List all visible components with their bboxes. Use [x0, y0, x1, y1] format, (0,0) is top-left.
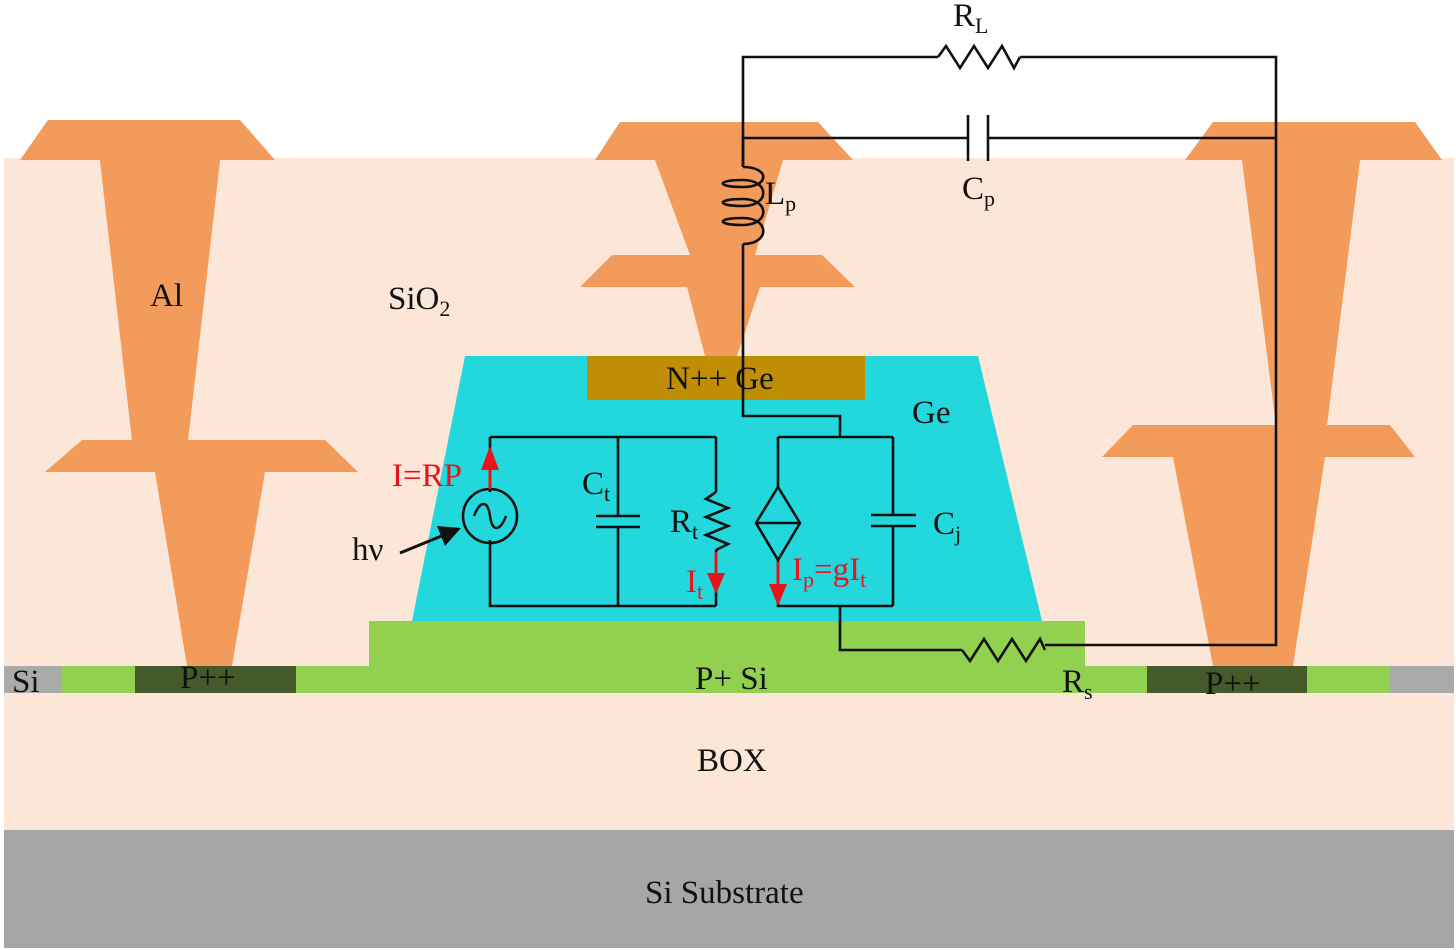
rl-resistor-icon [936, 43, 1022, 71]
it-current-arrow [707, 552, 725, 594]
p-plus-plus-right-label: P++ [1205, 666, 1261, 702]
si-layer-left [4, 666, 62, 693]
photon-arrow-icon [399, 526, 461, 555]
rs-label: Rs [1062, 664, 1093, 704]
ct-capacitor-icon [596, 514, 640, 529]
rl-label: RL [953, 0, 988, 38]
sio2-label: SiO2 [388, 281, 450, 321]
n-ge-label: N++ Ge [666, 361, 774, 397]
ct-label: Ct [582, 466, 610, 506]
ip-label: Ip=gIt [792, 552, 866, 592]
al-contact-center [580, 122, 855, 356]
p-si-label: P+ Si [695, 661, 768, 697]
rt-label: Rt [670, 504, 698, 544]
ge-label: Ge [912, 395, 950, 431]
p-plus-plus-right [1147, 666, 1307, 693]
al-label: Al [150, 278, 183, 314]
cp-label: Cp [962, 171, 995, 211]
germanium-mesa [412, 356, 1042, 621]
rs-resistor-icon [960, 636, 1047, 664]
source-current-label: I=RP [392, 458, 462, 494]
p-plus-plus-left-label: P++ [180, 660, 236, 696]
cj-capacitor-icon [871, 513, 916, 528]
circuit-wiring [488, 55, 1278, 652]
si-substrate-label: Si Substrate [645, 875, 804, 911]
p-plus-si-layer [62, 621, 1390, 693]
box-label: BOX [697, 743, 767, 779]
si-substrate-layer [4, 830, 1454, 948]
it-label: It [686, 564, 703, 604]
source-current-arrow [481, 446, 499, 489]
box-layer [4, 693, 1454, 830]
diamond-current-source-icon [754, 484, 802, 563]
lp-label: Lp [765, 176, 796, 216]
cp-capacitor-icon [966, 115, 990, 161]
si-layer-right [1390, 666, 1454, 693]
al-contact-left [20, 120, 358, 666]
al-contact-right [1102, 122, 1442, 666]
hv-label: hν [352, 532, 384, 568]
ip-current-arrow [769, 562, 787, 606]
rt-resistor-icon [702, 490, 732, 552]
cj-label: Cj [933, 506, 961, 546]
lp-inductor-icon [721, 165, 765, 246]
p-plus-plus-left [135, 666, 296, 693]
n-plus-plus-ge-contact [587, 356, 865, 400]
si-label: Si [12, 664, 40, 700]
